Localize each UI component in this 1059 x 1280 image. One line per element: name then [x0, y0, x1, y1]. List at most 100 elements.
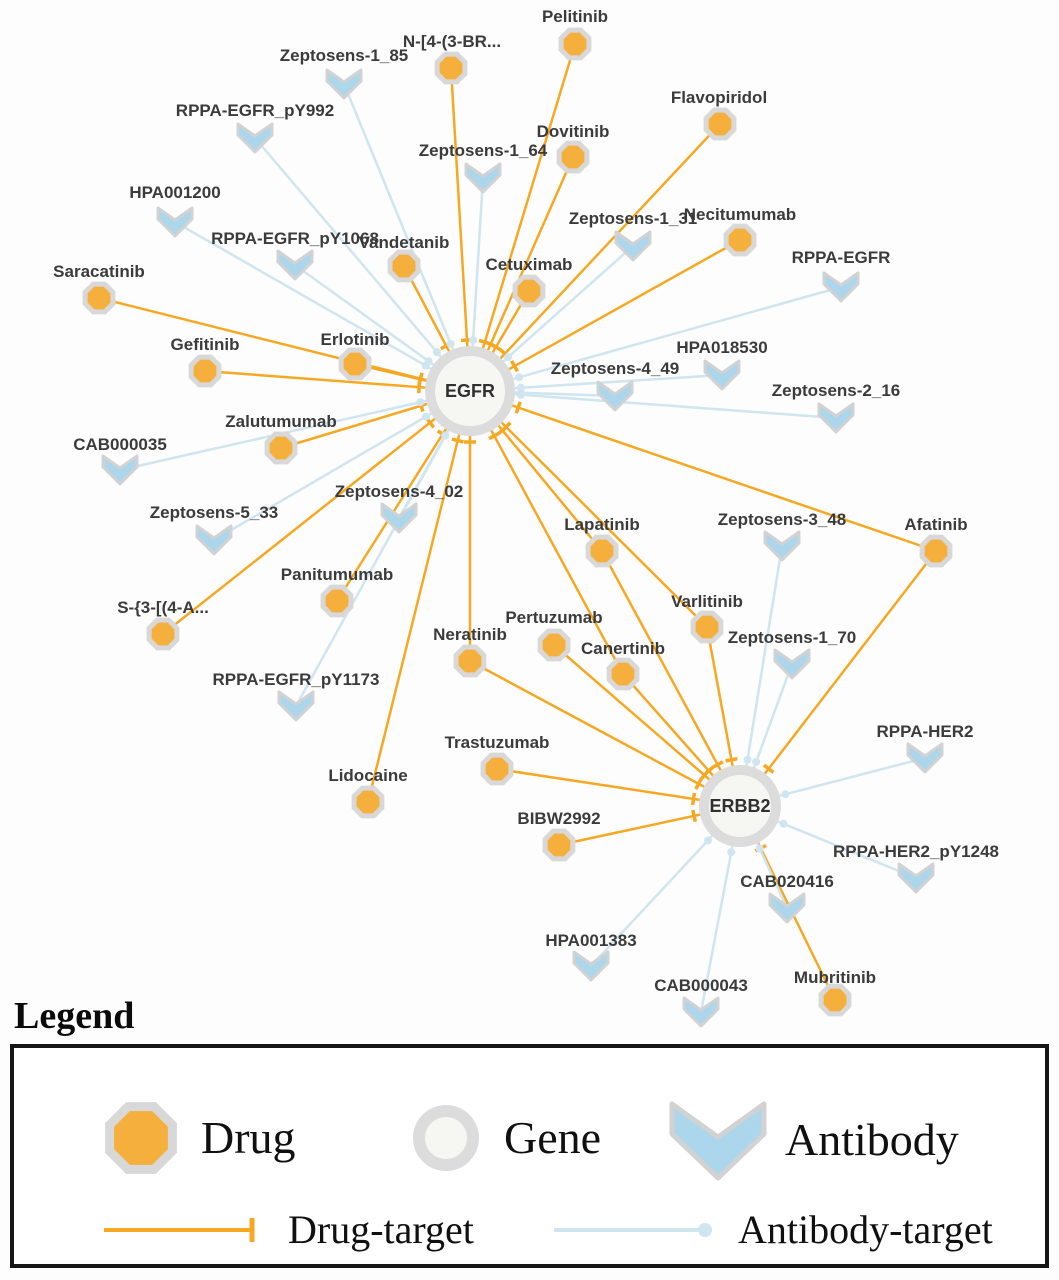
drug-node-trastuzumab[interactable] [480, 752, 514, 786]
drug-target-edge [162, 390, 471, 635]
network-graph: EGFR ERBB2PelitinibN-[4-(3-BR...Flavopiri… [53, 7, 999, 1028]
octagon-icon [723, 223, 757, 257]
drug-octagon-icon [105, 1102, 177, 1174]
antibody-node-zeptosens-3-48[interactable] [763, 530, 801, 562]
octagon-icon [606, 657, 640, 691]
antibody-target-dot-marker [432, 348, 441, 357]
gene-circle-icon [699, 765, 781, 847]
drug-node-n4-3br[interactable] [434, 51, 468, 85]
antibody-chevron-icon [763, 530, 801, 562]
antibody-node-label: RPPA-EGFR_pY992 [176, 101, 334, 120]
drug-node-cetuximab[interactable] [512, 274, 546, 308]
antibody-node-rppa-egfr-py1068[interactable] [276, 249, 314, 281]
antibody-node-hpa001383[interactable] [572, 950, 610, 982]
drug-node-bibw2992[interactable] [542, 828, 576, 862]
antibody-target-edge [294, 390, 472, 707]
drug-target-tee-marker [489, 342, 502, 352]
antibody-target-dot-marker [727, 848, 736, 857]
antibody-target-dot-marker [515, 373, 524, 382]
antibody-node-zeptosens-1-85[interactable] [325, 68, 363, 100]
drug-node-saracatinib[interactable] [82, 281, 116, 315]
octagon-icon [434, 51, 468, 85]
antibody-node-zeptosens-1-64[interactable] [464, 162, 502, 194]
antibody-target-dot-marker [504, 353, 513, 362]
antibody-node-zeptosens-4-49[interactable] [596, 380, 634, 412]
drug-node-label: Zalutumumab [225, 412, 336, 431]
drug-node-canertinib[interactable] [606, 657, 640, 691]
antibody-chevron-icon [236, 122, 274, 154]
octagon-icon [338, 347, 372, 381]
drug-node-pertuzumab[interactable] [537, 628, 571, 662]
antibody-node-rppa-egfr-py992[interactable] [236, 122, 274, 154]
antibody-chevron-icon [276, 249, 314, 281]
antibody-node-zeptosens-5-33[interactable] [195, 524, 233, 556]
label-layer: PelitinibN-[4-(3-BR...FlavopiridolDoviti… [53, 7, 999, 995]
drug-node-vandetanib[interactable] [387, 249, 421, 283]
drug-node-zalutumumab[interactable] [264, 431, 298, 465]
antibody-node-rppa-her2-py1248[interactable] [897, 862, 935, 894]
drug-node-label: Canertinib [581, 639, 665, 658]
antibody-target-dot-marker [421, 412, 430, 421]
drug-node-lidocaine[interactable] [351, 785, 385, 819]
antibody-target-dot-marker [752, 757, 761, 766]
drug-target-line-icon [104, 1218, 255, 1242]
drug-node-label: N-[4-(3-BR... [403, 32, 501, 51]
antibody-target-dot-marker [781, 790, 790, 799]
drug-node-mubritinib[interactable] [818, 983, 852, 1017]
drug-node-label: Lapatinib [564, 515, 640, 534]
legend-drug-label: Drug [201, 1112, 296, 1163]
antibody-node-label: CAB000043 [654, 976, 748, 995]
antibody-chevron-icon [669, 1101, 767, 1181]
node-layer: EGFR ERBB2 [82, 27, 953, 1028]
antibody-node-label: RPPA-HER2_pY1248 [833, 842, 999, 861]
gene-node-egfr[interactable]: EGFR [425, 346, 515, 436]
antibody-node-rppa-egfr[interactable] [822, 271, 860, 303]
drug-node-pelitinib[interactable] [558, 27, 592, 61]
antibody-node-label: HPA001200 [129, 183, 220, 202]
octagon-icon [542, 828, 576, 862]
drug-node-label: Pertuzumab [505, 608, 602, 627]
antibody-node-label: Zeptosens-4_02 [335, 482, 464, 501]
drug-target-edge [469, 390, 708, 628]
legend-item-antibody-target: Antibody-target [552, 1210, 993, 1250]
antibody-node-label: Zeptosens-1_70 [728, 628, 857, 647]
legend-item-gene: Gene [406, 1098, 601, 1178]
antibody-node-rppa-her2[interactable] [906, 742, 944, 774]
antibody-node-label: Zeptosens-1_85 [280, 46, 409, 65]
antibody-node-hpa001200[interactable] [156, 206, 194, 238]
drug-node-erlotinib[interactable] [338, 347, 372, 381]
drug-node-afatinib[interactable] [919, 534, 953, 568]
octagon-icon [703, 107, 737, 141]
drug-node-flavopiridol[interactable] [703, 107, 737, 141]
antibody-node-hpa018530[interactable] [703, 359, 741, 391]
antibody-node-zeptosens-4-02[interactable] [380, 502, 418, 534]
gene-node-erbb2[interactable]: ERBB2 [699, 765, 781, 847]
drug-node-necitumumab[interactable] [723, 223, 757, 257]
antibody-chevron-icon [682, 996, 720, 1028]
antibody-node-cab020416[interactable] [768, 892, 806, 924]
drug-node-label: Panitumumab [281, 565, 393, 584]
antibody-node-zeptosens-1-31[interactable] [614, 230, 652, 262]
drug-node-label: Gefitinib [171, 335, 240, 354]
drug-node-gefitinib[interactable] [188, 354, 222, 388]
antibody-node-zeptosens-2-16[interactable] [817, 402, 855, 434]
antibody-node-rppa-egfr-py1173[interactable] [277, 690, 315, 722]
drug-target-edge [449, 67, 472, 392]
drug-node-neratinib[interactable] [453, 644, 487, 678]
drug-node-lapatinib[interactable] [585, 534, 619, 568]
drug-target-tee-marker [488, 431, 501, 441]
drug-node-panitumumab[interactable] [320, 584, 354, 618]
drug-node-s3-4a[interactable] [146, 617, 180, 651]
antibody-node-cab000035[interactable] [101, 454, 139, 486]
legend-drug-target-label: Drug-target [288, 1207, 474, 1252]
drug-target-edge [469, 389, 937, 553]
drug-node-dovitinib[interactable] [556, 140, 590, 174]
drug-target-tee-marker [725, 756, 738, 763]
drug-node-varlitinib[interactable] [690, 610, 724, 644]
antibody-node-cab000043[interactable] [682, 996, 720, 1028]
antibody-node-label: CAB020416 [740, 872, 834, 891]
antibody-node-zeptosens-1-70[interactable] [773, 648, 811, 680]
drug-node-label: Neratinib [433, 625, 507, 644]
legend-antibody-label: Antibody [785, 1114, 959, 1165]
